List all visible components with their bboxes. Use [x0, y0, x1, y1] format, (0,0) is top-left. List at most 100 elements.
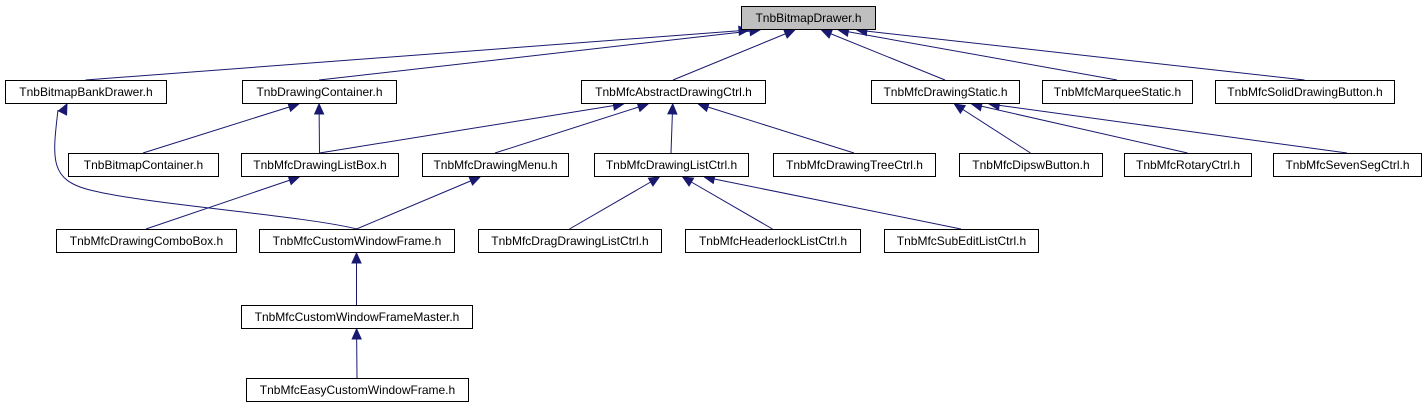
node-box — [594, 153, 749, 177]
arrowhead — [313, 102, 325, 115]
node-label: TnbDrawingContainer.h — [256, 85, 382, 99]
edge-tnb-mfc-drawing-list-box-to-tnb-mfc-abstract-drawing-ctrl — [319, 100, 625, 154]
node-box — [685, 229, 861, 253]
node-box — [773, 153, 936, 177]
edge-tnb-mfc-drag-drawing-list-ctrl-to-tnb-mfc-drawing-list-ctrl — [569, 176, 661, 230]
edge-tnb-mfc-drawing-list-ctrl-to-tnb-mfc-abstract-drawing-ctrl — [667, 102, 678, 154]
node-label: TnbMfcMarqueeStatic.h — [1054, 85, 1181, 99]
node-tnb-mfc-seven-seg-ctrl[interactable]: TnbMfcSevenSegCtrl.h — [1273, 153, 1422, 177]
edge-tnb-mfc-seven-seg-ctrl-to-tnb-mfc-drawing-static — [988, 100, 1348, 154]
edge-line — [856, 29, 1305, 81]
node-label: TnbMfcDrawingComboBox.h — [70, 234, 223, 248]
edge-line — [145, 176, 300, 230]
node-tnb-mfc-dipsw-button[interactable]: TnbMfcDipswButton.h — [959, 153, 1103, 177]
arrowhead — [647, 176, 661, 187]
arrowhead — [351, 327, 362, 340]
edge-line — [971, 103, 1188, 154]
edge-line — [85, 29, 750, 81]
node-box — [741, 6, 876, 30]
edge-tnb-mfc-drawing-menu-to-tnb-mfc-abstract-drawing-ctrl — [494, 102, 650, 154]
edge-line — [698, 103, 855, 154]
node-tnb-bitmap-bank-drawer[interactable]: TnbBitmapBankDrawer.h — [5, 80, 167, 104]
node-box — [1273, 153, 1422, 177]
node-label: TnbMfcSolidDrawingButton.h — [1227, 85, 1382, 99]
edge-tnb-bitmap-bank-drawer-to-tnb-bitmap-drawer — [85, 25, 751, 81]
edge-tnb-mfc-rotary-ctrl-to-tnb-mfc-drawing-static — [970, 101, 1188, 154]
node-tnb-bitmap-drawer[interactable]: TnbBitmapDrawer.h — [741, 6, 876, 30]
node-box — [259, 229, 455, 253]
node-box — [884, 229, 1039, 253]
edge-tnb-bitmap-container-to-tnb-drawing-container — [142, 102, 300, 154]
node-tnb-bitmap-container[interactable]: TnbBitmapContainer.h — [68, 153, 219, 177]
edges-layer — [54, 25, 1348, 379]
node-label: TnbBitmapDrawer.h — [755, 11, 861, 25]
edge-tnb-mfc-custom-window-frame-master-to-tnb-mfc-custom-window-frame — [351, 251, 362, 305]
edge-tnb-mfc-easy-custom-window-frame-to-tnb-mfc-custom-window-frame-master — [351, 327, 362, 379]
node-tnb-mfc-custom-window-frame[interactable]: TnbMfcCustomWindowFrame.h — [259, 229, 455, 253]
node-box — [68, 153, 219, 177]
node-box — [581, 80, 766, 104]
arrowhead — [468, 176, 482, 186]
node-tnb-mfc-drawing-combo-box[interactable]: TnbMfcDrawingComboBox.h — [56, 229, 237, 253]
node-box — [478, 229, 662, 253]
edge-line — [821, 29, 946, 81]
node-label: TnbMfcDipswButton.h — [972, 158, 1089, 172]
edge-line — [704, 176, 962, 230]
node-label: TnbMfcSubEditListCtrl.h — [897, 234, 1026, 248]
node-tnb-mfc-marquee-static[interactable]: TnbMfcMarqueeStatic.h — [1042, 80, 1193, 104]
node-tnb-mfc-custom-window-frame-master[interactable]: TnbMfcCustomWindowFrameMaster.h — [241, 305, 473, 329]
edge-tnb-mfc-dipsw-button-to-tnb-mfc-drawing-static — [953, 103, 1031, 154]
node-tnb-mfc-rotary-ctrl[interactable]: TnbMfcRotaryCtrl.h — [1124, 153, 1252, 177]
node-tnb-mfc-drawing-static[interactable]: TnbMfcDrawingStatic.h — [871, 80, 1020, 104]
node-tnb-mfc-solid-drawing-button[interactable]: TnbMfcSolidDrawingButton.h — [1215, 80, 1395, 104]
node-box — [871, 80, 1020, 104]
arrowhead — [667, 102, 678, 115]
edge-tnb-mfc-drawing-combo-box-to-tnb-mfc-drawing-list-box — [145, 175, 301, 230]
node-box — [959, 153, 1103, 177]
node-box — [56, 229, 237, 253]
node-tnb-mfc-sub-edit-list-ctrl[interactable]: TnbMfcSubEditListCtrl.h — [884, 229, 1039, 253]
edge-tnb-mfc-drawing-static-to-tnb-bitmap-drawer — [820, 29, 946, 81]
edge-tnb-mfc-drawing-list-box-to-tnb-drawing-container — [313, 102, 325, 154]
edge-tnb-mfc-abstract-drawing-ctrl-to-tnb-bitmap-drawer — [672, 29, 796, 81]
arrowhead — [820, 29, 834, 39]
node-box — [5, 80, 167, 104]
edge-tnb-mfc-headerlock-list-ctrl-to-tnb-mfc-drawing-list-ctrl — [681, 176, 773, 230]
node-box — [242, 80, 397, 104]
edge-line — [954, 103, 1031, 154]
edge-line — [319, 103, 624, 154]
node-box — [422, 153, 569, 177]
node-tnb-mfc-abstract-drawing-ctrl[interactable]: TnbMfcAbstractDrawingCtrl.h — [581, 80, 766, 104]
node-box — [1215, 80, 1395, 104]
edge-tnb-mfc-custom-window-frame-to-tnb-mfc-drawing-menu — [356, 176, 482, 230]
node-tnb-mfc-headerlock-list-ctrl[interactable]: TnbMfcHeaderlockListCtrl.h — [685, 229, 861, 253]
edge-line — [494, 103, 649, 154]
edge-line — [989, 103, 1348, 154]
arrowhead — [953, 103, 967, 115]
edge-line — [318, 29, 760, 81]
node-label: TnbMfcDrawingMenu.h — [433, 158, 557, 172]
arrowhead — [287, 175, 301, 186]
node-label: TnbMfcEasyCustomWindowFrame.h — [260, 383, 455, 397]
node-tnb-drawing-container[interactable]: TnbDrawingContainer.h — [242, 80, 397, 104]
node-tnb-mfc-drawing-tree-ctrl[interactable]: TnbMfcDrawingTreeCtrl.h — [773, 153, 936, 177]
node-tnb-mfc-easy-custom-window-frame[interactable]: TnbMfcEasyCustomWindowFrame.h — [246, 378, 469, 402]
node-label: TnbMfcAbstractDrawingCtrl.h — [595, 85, 752, 99]
node-label: TnbMfcDrawingListCtrl.h — [606, 158, 737, 172]
arrowhead — [636, 102, 650, 113]
edge-line — [54, 109, 358, 230]
edge-line — [569, 176, 660, 230]
node-box — [246, 378, 469, 402]
arrowhead — [681, 176, 695, 187]
edge-tnb-mfc-drawing-tree-ctrl-to-tnb-mfc-abstract-drawing-ctrl — [697, 102, 855, 154]
node-tnb-mfc-drawing-list-box[interactable]: TnbMfcDrawingListBox.h — [241, 153, 399, 177]
node-tnb-mfc-drawing-menu[interactable]: TnbMfcDrawingMenu.h — [422, 153, 569, 177]
edge-line — [672, 29, 795, 81]
node-tnb-mfc-drawing-list-ctrl[interactable]: TnbMfcDrawingListCtrl.h — [594, 153, 749, 177]
node-label: TnbMfcDrawingStatic.h — [883, 85, 1007, 99]
node-label: TnbBitmapBankDrawer.h — [19, 85, 152, 99]
arrowhead — [57, 102, 68, 116]
node-tnb-mfc-drag-drawing-list-ctrl[interactable]: TnbMfcDragDrawingListCtrl.h — [478, 229, 662, 253]
node-label: TnbMfcDrawingTreeCtrl.h — [786, 158, 923, 172]
